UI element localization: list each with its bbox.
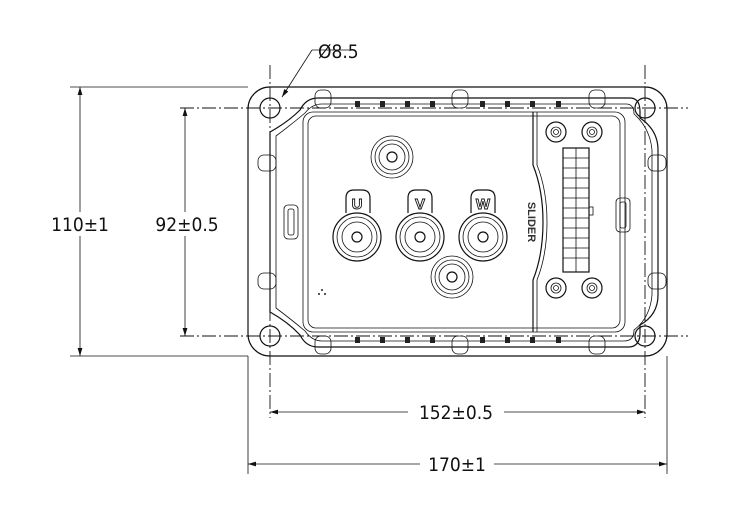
svg-text:170±1: 170±1 — [428, 454, 486, 476]
dim-hole-diameter: Ø8.5 — [281, 41, 359, 98]
terminal-bottom — [430, 255, 474, 299]
svg-text:152±0.5: 152±0.5 — [419, 402, 493, 424]
mounting-plate — [247, 86, 668, 357]
terminal-label-u: U — [352, 196, 363, 213]
terminal-w: W — [458, 189, 508, 262]
mounting-holes — [259, 97, 656, 347]
dim-hole-spacing-horizontal: 152±0.5 — [270, 400, 645, 424]
terminal-u: U — [332, 189, 382, 262]
signal-connector — [562, 147, 594, 273]
svg-text:Ø8.5: Ø8.5 — [318, 41, 359, 63]
brand-logo: SLIDER — [525, 202, 537, 242]
terminal-top — [370, 135, 414, 179]
svg-text:110±1: 110±1 — [51, 214, 109, 236]
connector-screws — [545, 121, 603, 299]
dim-overall-width: 170±1 — [247, 356, 668, 476]
dim-hole-spacing-vertical: 92±0.5 — [143, 108, 231, 336]
dim-overall-height: 110±1 — [48, 86, 248, 357]
housing — [257, 89, 667, 355]
terminal-label-v: V — [415, 196, 425, 213]
terminal-v: V — [395, 189, 445, 262]
terminal-label-w: W — [476, 196, 491, 213]
svg-text:92±0.5: 92±0.5 — [155, 214, 218, 236]
